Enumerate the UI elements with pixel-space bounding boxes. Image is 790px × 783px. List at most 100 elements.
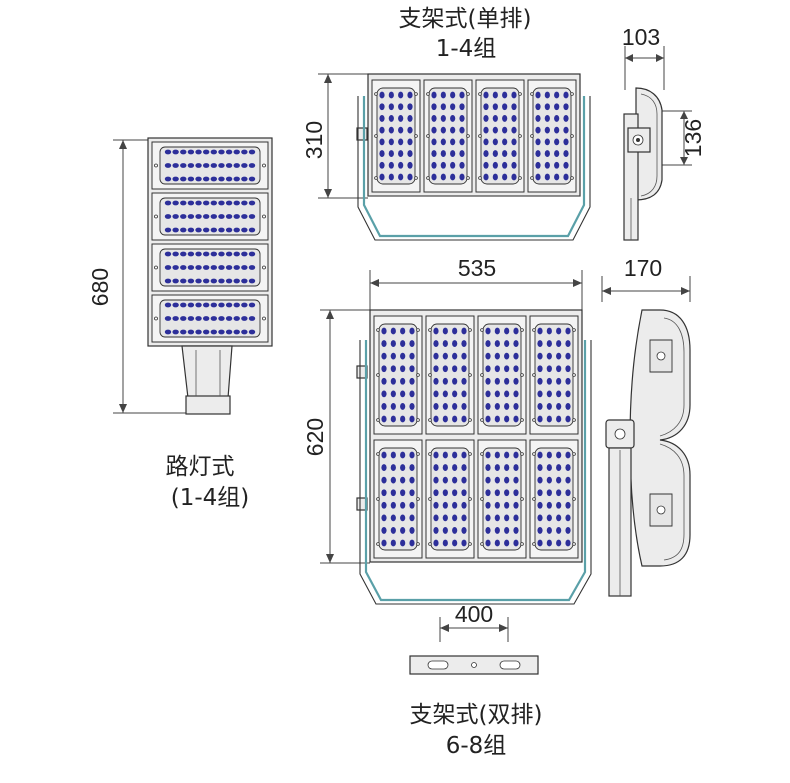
caption-double-line2: 6-8组: [446, 733, 507, 759]
led-chip: [218, 149, 225, 155]
led-chip: [485, 451, 491, 459]
led-chip: [565, 489, 571, 497]
led-chip: [544, 150, 550, 157]
led-chip: [195, 200, 202, 206]
led-chip: [388, 103, 394, 111]
led-chip: [400, 340, 406, 347]
led-panel: [159, 146, 261, 185]
led-chip: [452, 514, 458, 522]
led-chip: [442, 489, 448, 497]
led-chip: [556, 390, 562, 398]
led-chip: [431, 115, 437, 122]
led-chip: [483, 103, 489, 111]
screw-icon: [376, 497, 380, 501]
led-chip: [513, 527, 519, 534]
screw-icon: [468, 328, 472, 332]
led-chip: [546, 489, 552, 497]
led-chip: [537, 464, 543, 471]
led-chip: [494, 476, 500, 484]
led-chip: [440, 103, 446, 111]
led-chip: [461, 352, 467, 360]
led-chip: [180, 227, 187, 233]
led-chip: [164, 163, 172, 168]
screw-icon: [414, 134, 418, 138]
led-chip: [554, 103, 560, 111]
led-chip: [431, 91, 437, 99]
led-chip: [554, 173, 560, 181]
led-chip: [210, 251, 218, 257]
led-chip: [381, 501, 387, 509]
led-chip: [381, 464, 387, 471]
led-chip: [450, 126, 456, 134]
led-chip: [379, 138, 385, 146]
led-chip: [379, 103, 385, 111]
led-chip: [398, 103, 404, 111]
led-chip: [537, 539, 543, 547]
led-chip: [535, 115, 541, 122]
led-chip: [563, 150, 569, 157]
led-chip: [554, 150, 560, 157]
led-panel: [430, 323, 470, 427]
led-chip: [388, 91, 394, 99]
led-chip: [248, 176, 256, 182]
led-chip: [218, 329, 225, 335]
screw-icon: [262, 214, 266, 219]
led-chip: [546, 415, 552, 423]
led-chip: [241, 316, 248, 321]
led-chip: [381, 403, 387, 410]
led-chip: [494, 403, 500, 410]
led-chip: [544, 126, 550, 134]
screw-icon: [426, 176, 430, 180]
led-chip: [433, 451, 439, 459]
screw-icon: [572, 452, 576, 456]
led-chip: [164, 329, 172, 335]
led-chip: [390, 539, 396, 547]
screw-icon: [416, 542, 420, 546]
led-chip: [546, 340, 552, 347]
screw-icon: [572, 418, 576, 422]
led-chip: [233, 251, 240, 257]
led-chip: [461, 527, 467, 534]
led-chip: [537, 415, 543, 423]
led-chip: [556, 527, 562, 534]
led-chip: [452, 451, 458, 459]
screw-icon: [532, 418, 536, 422]
led-chip: [180, 149, 187, 155]
led-chip: [511, 150, 517, 157]
led-chip: [218, 316, 225, 321]
led-chip: [379, 91, 385, 99]
led-panel: [482, 323, 522, 427]
led-chip: [556, 464, 562, 471]
screw-icon: [572, 373, 576, 377]
led-chip: [164, 251, 172, 257]
led-chip: [459, 103, 465, 111]
led-chip: [381, 365, 387, 373]
led-chip: [388, 115, 394, 122]
led-chip: [450, 91, 456, 99]
led-chip: [494, 390, 500, 398]
led-chip: [233, 163, 240, 168]
led-chip: [535, 91, 541, 99]
screw-icon: [428, 452, 432, 456]
led-chip: [535, 150, 541, 157]
led-chip: [210, 163, 218, 168]
led-panel: [159, 299, 261, 338]
led-chip: [248, 329, 256, 335]
led-chip: [400, 352, 406, 360]
led-chip: [431, 150, 437, 157]
led-chip: [172, 200, 179, 206]
led-chip: [390, 451, 396, 459]
led-chip: [537, 514, 543, 522]
led-chip: [218, 227, 225, 233]
led-chip: [513, 340, 519, 347]
led-chip: [513, 403, 519, 410]
led-chip: [409, 340, 415, 347]
led-panel: [378, 447, 418, 551]
led-chip: [202, 329, 210, 335]
led-chip: [461, 377, 467, 385]
led-chip: [450, 103, 456, 111]
led-chip: [537, 527, 543, 534]
screw-icon: [480, 373, 484, 377]
led-chip: [225, 278, 233, 284]
led-chip: [390, 527, 396, 534]
